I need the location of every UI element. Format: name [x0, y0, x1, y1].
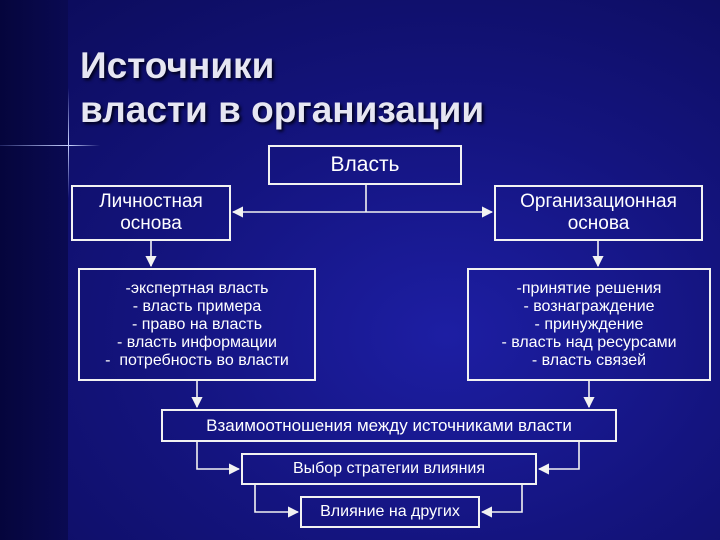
influence-label: Влияние на других — [320, 503, 460, 520]
org-basis-line-1: Организационная — [520, 191, 677, 212]
strategy-to-influence-right-arrow — [480, 485, 523, 518]
strategy-to-influence-left-arrow — [254, 485, 300, 518]
slide-title-line-2: власти в организации — [80, 89, 485, 130]
power-label: Власть — [330, 153, 400, 176]
org-source-item: - власть связей — [531, 351, 647, 369]
relations-to-strategy-left-arrow — [196, 442, 241, 475]
personal-basis-box: Личностная основа — [71, 185, 231, 241]
power-box: Власть — [268, 145, 462, 185]
relationships-label: Взаимоотношения между источниками власти — [206, 415, 572, 435]
personal-sources-box: -экспертная власть - власть примера - пр… — [78, 268, 316, 381]
personal-source-item: - потребность во власти — [105, 351, 289, 369]
relationships-box: Взаимоотношения между источниками власти — [161, 409, 617, 442]
personal-basis-line-2: основа — [120, 213, 182, 234]
personal-source-item: -экспертная власть — [125, 279, 269, 297]
relations-to-strategy-right-arrow — [537, 442, 580, 475]
organizational-sources-box: -принятие решения - вознаграждение - при… — [467, 268, 711, 381]
slide-title: Источники власти в организации — [80, 44, 484, 132]
org-basis-line-2: основа — [567, 213, 630, 234]
org-source-item: - вознаграждение — [523, 297, 655, 315]
personal-basis-line-1: Личностная — [99, 191, 203, 212]
personal-source-item: - право на власть — [131, 315, 263, 333]
org-source-item: - власть над ресурсами — [501, 333, 677, 351]
org-source-item: -принятие решения — [516, 279, 662, 297]
personal-source-item: - власть информации — [117, 333, 277, 351]
influence-box: Влияние на других — [300, 496, 480, 528]
personal-source-item: - власть примера — [132, 297, 262, 315]
decorative-horizontal-line — [0, 145, 100, 146]
org-source-item: - принуждение — [534, 315, 644, 333]
decorative-vertical-line — [68, 88, 69, 198]
organizational-basis-box: Организационная основа — [494, 185, 703, 241]
left-decorative-band — [0, 0, 68, 540]
strategy-box: Выбор стратегии влияния — [241, 453, 537, 485]
slide-title-line-1: Источники — [80, 45, 275, 86]
strategy-label: Выбор стратегии влияния — [292, 460, 486, 477]
